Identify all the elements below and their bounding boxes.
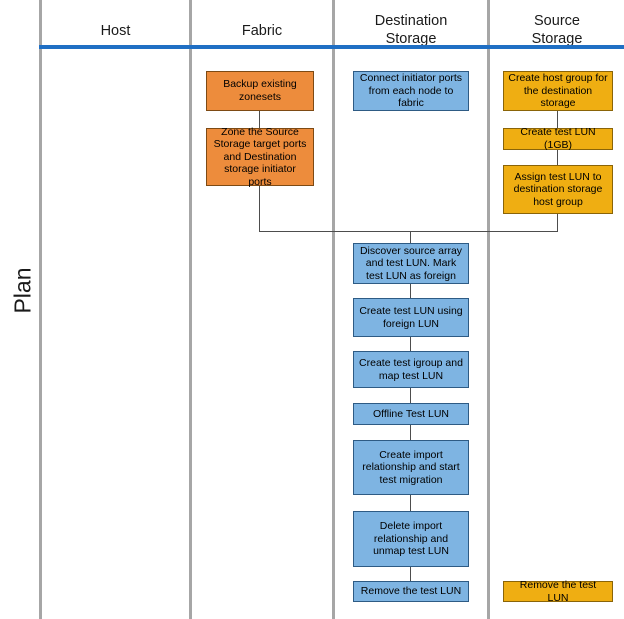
connector-source-lun-to-assign xyxy=(557,149,558,165)
connector-merge-bus xyxy=(259,231,558,232)
connector-create-lun-to-igroup xyxy=(410,336,411,352)
node-delete-import-relationship[interactable]: Delete import relationship and unmap tes… xyxy=(353,511,469,567)
column-header-source-storage: Source Storage xyxy=(490,12,624,48)
column-header-source-line1: Source xyxy=(534,13,580,29)
node-remove-test-lun-destination[interactable]: Remove the test LUN xyxy=(353,581,469,602)
lane-divider-1 xyxy=(39,0,42,619)
node-backup-existing-zonesets[interactable]: Backup existing zonesets xyxy=(206,71,314,111)
node-label: Assign test LUN to destination storage h… xyxy=(513,170,603,208)
node-label: Create test LUN using foreign LUN xyxy=(359,304,463,330)
connector-fabric-backup-to-zone xyxy=(259,110,260,128)
node-label: Create test igroup and map test LUN xyxy=(359,356,463,382)
node-create-test-lun-foreign[interactable]: Create test LUN using foreign LUN xyxy=(353,298,469,337)
node-label: Create import relationship and start tes… xyxy=(362,448,460,486)
node-offline-test-lun[interactable]: Offline Test LUN xyxy=(353,403,469,425)
column-header-host: Host xyxy=(100,23,131,39)
header-underline xyxy=(39,45,624,49)
node-label: Discover source array and test LUN. Mark… xyxy=(359,244,463,282)
node-label: Backup existing zonesets xyxy=(223,78,297,103)
node-create-import-relationship[interactable]: Create import relationship and start tes… xyxy=(353,440,469,495)
node-label: Create host group for the destination st… xyxy=(508,72,608,110)
node-label: Remove the test LUN xyxy=(519,578,597,604)
connector-igroup-to-offline xyxy=(410,387,411,403)
connector-offline-to-import xyxy=(410,424,411,441)
connector-import-to-delete xyxy=(410,494,411,511)
node-remove-test-lun-source[interactable]: Remove the test LUN xyxy=(503,578,613,604)
connector-delete-to-remove xyxy=(410,566,411,582)
column-header-fabric: Fabric xyxy=(241,23,283,39)
connector-source-hostgroup-to-lun xyxy=(557,110,558,128)
connector-fabric-zone-to-bus xyxy=(259,185,260,231)
phase-label-plan: Plan xyxy=(9,267,36,314)
node-assign-test-lun[interactable]: Assign test LUN to destination storage h… xyxy=(503,165,613,214)
node-label: Remove the test LUN xyxy=(360,585,462,598)
node-label: Create test LUN (1GB) xyxy=(520,126,596,151)
column-header-destination-line1: Destination xyxy=(374,13,448,29)
node-label: Connect initiator ports from each node t… xyxy=(359,72,463,110)
node-create-test-igroup[interactable]: Create test igroup and map test LUN xyxy=(353,351,469,388)
column-header-destination-line2: Storage xyxy=(385,31,437,47)
node-discover-source-array[interactable]: Discover source array and test LUN. Mark… xyxy=(353,243,469,284)
connector-discover-to-create-lun xyxy=(410,283,411,299)
lane-divider-2 xyxy=(189,0,192,619)
node-label: Delete import relationship and unmap tes… xyxy=(373,520,449,558)
node-create-host-group[interactable]: Create host group for the destination st… xyxy=(503,71,613,111)
lane-divider-3 xyxy=(332,0,335,619)
connector-bus-to-discover xyxy=(410,231,411,244)
lane-divider-4 xyxy=(487,0,490,619)
column-header-destination-storage: Destination Storage xyxy=(335,12,487,48)
node-label: Offline Test LUN xyxy=(372,407,450,420)
node-label: Zone the Source Storage target ports and… xyxy=(213,125,307,188)
column-header-source-line2: Storage xyxy=(531,31,583,47)
connector-source-assign-to-bus xyxy=(557,213,558,231)
node-connect-initiator-ports[interactable]: Connect initiator ports from each node t… xyxy=(353,71,469,111)
node-create-test-lun-1gb[interactable]: Create test LUN (1GB) xyxy=(503,126,613,151)
node-zone-source-target-dest-initiator[interactable]: Zone the Source Storage target ports and… xyxy=(206,125,314,188)
